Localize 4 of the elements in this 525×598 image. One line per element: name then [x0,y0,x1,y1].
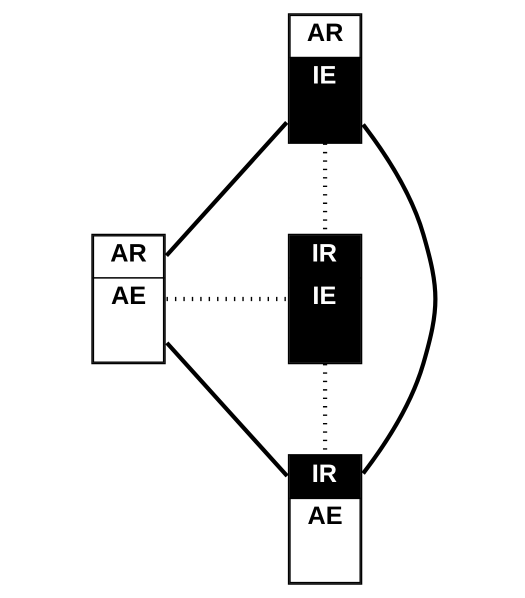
connector [166,296,286,302]
connector [360,123,437,475]
connector [164,341,288,478]
connector [164,121,288,258]
